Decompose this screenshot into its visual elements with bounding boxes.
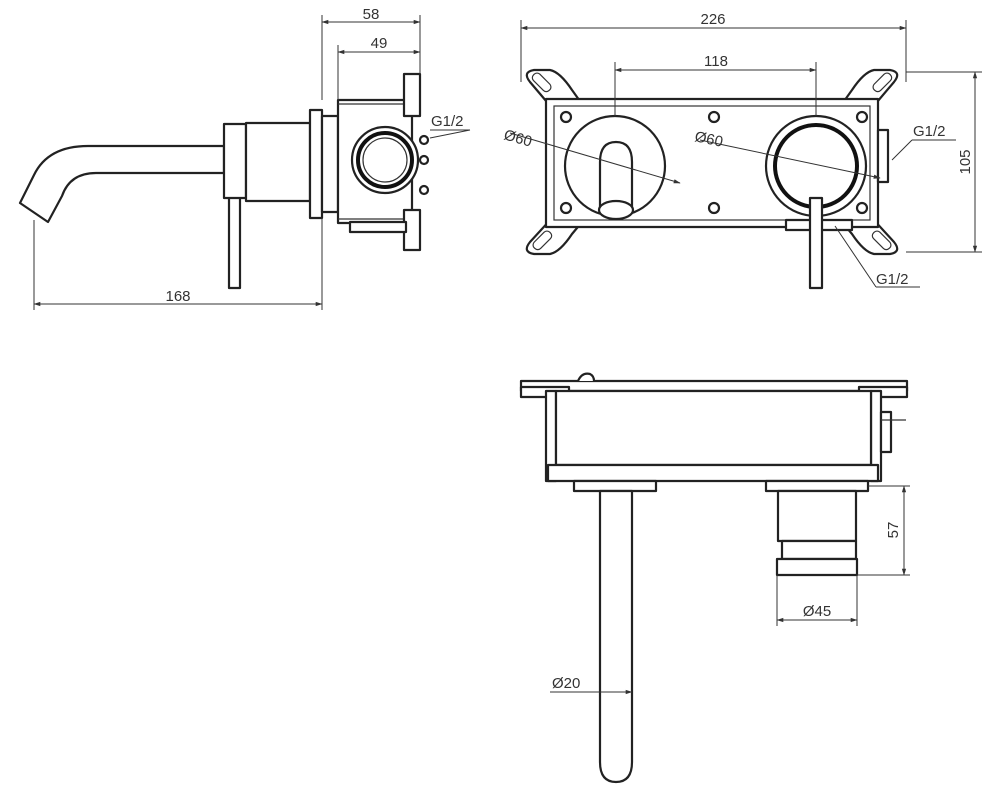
plan-front-plate [546, 463, 880, 483]
handle-front-lever [808, 196, 824, 290]
dim-front-118: 118 [704, 53, 728, 70]
plan-valve-body [554, 389, 873, 467]
dim-side-168: 168 [165, 288, 190, 305]
plan-dimensions: 57 Ø45 Ø20 [550, 485, 910, 695]
dim-front-thread-right: G1/2 [913, 123, 946, 140]
dim-front-spout-dia: Ø60 [502, 127, 534, 151]
dim-side-49: 49 [371, 35, 388, 52]
front-view [525, 68, 899, 290]
backplate-inner [553, 105, 871, 221]
side-dimensions: 58 49 168 G1/2 [33, 6, 471, 310]
side-handle-collar [222, 122, 248, 200]
plan-spout [598, 489, 634, 784]
dim-side-thread: G1/2 [431, 113, 464, 130]
dim-front-handle-dia: Ø60 [693, 128, 724, 151]
side-view [18, 72, 430, 290]
dim-front-226: 226 [700, 11, 725, 28]
plan-handle-rosette [764, 479, 870, 493]
dim-plan-spout-dia: Ø20 [552, 675, 580, 692]
side-bracket [348, 220, 408, 234]
plan-top-flange [519, 379, 909, 393]
side-lever [227, 192, 242, 290]
dim-side-58: 58 [363, 6, 380, 23]
dim-front-105: 105 [957, 149, 974, 174]
dim-plan-57: 57 [885, 522, 902, 539]
side-flange-outer [308, 108, 324, 220]
side-cartridge [244, 121, 312, 203]
plan-view [519, 372, 909, 784]
plan-handle-body [776, 489, 858, 543]
plan-spout-rosette [572, 479, 658, 493]
spout-front [598, 140, 634, 212]
dim-front-thread-bottom: G1/2 [876, 271, 909, 288]
front-dimensions: 226 118 Ø60 Ø60 G1/2 105 G1/2 [502, 11, 982, 288]
side-flange-inner [320, 114, 340, 214]
plan-handle-cap [775, 557, 859, 577]
side-wall-tab-top [402, 72, 422, 118]
side-outlet-port [350, 125, 420, 195]
dim-plan-handle-dia: Ø45 [803, 603, 831, 620]
plan-handle-collar [780, 539, 858, 561]
front-side-port [876, 128, 890, 184]
side-spout [18, 144, 226, 224]
